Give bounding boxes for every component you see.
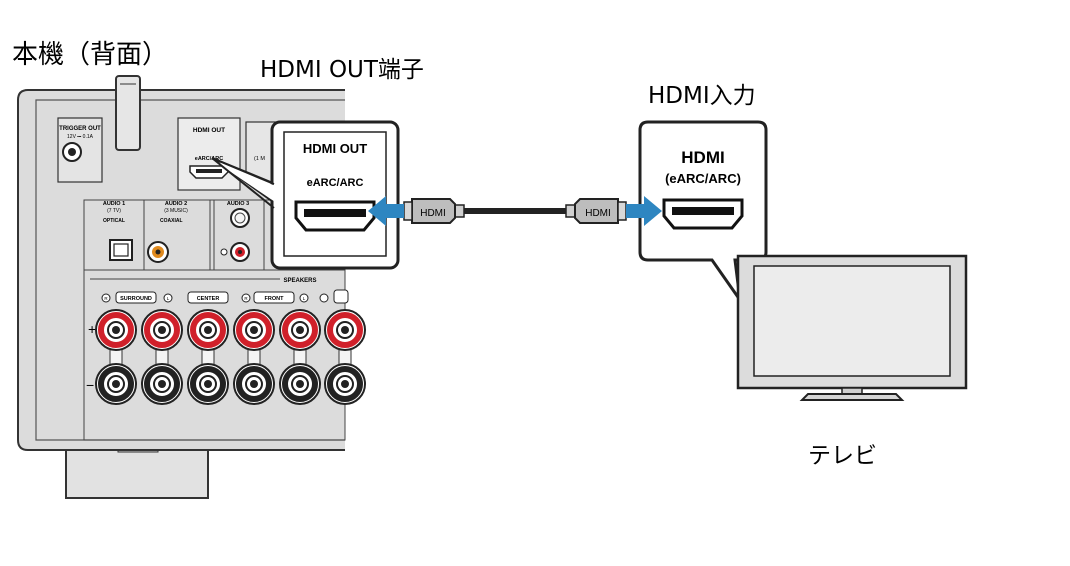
callout-left-subtitle: eARC/ARC (307, 177, 364, 189)
speaker-terminal-plus-4 (233, 309, 275, 351)
svg-text:L: L (303, 296, 306, 301)
trigger-spec-label: 12V ⎓ 0.1A (67, 134, 94, 140)
receiver-back-label: 本機（背面） (12, 40, 169, 70)
audio1-label: AUDIO 1 (103, 201, 125, 207)
speaker-terminal-plus-3 (187, 309, 229, 351)
panel-earc-label: eARC/ARC (195, 156, 223, 162)
optical-label: OPTICAL (103, 218, 125, 224)
speaker-terminal-minus-1 (95, 363, 137, 405)
wireless-antenna (115, 75, 141, 151)
tv-stand (799, 393, 905, 401)
audio1-sub-label: (7 TV) (107, 208, 121, 214)
trigger-out-label: TRIGGER OUT (59, 126, 101, 132)
receiver-rear-panel: TRIGGER OUT 12V ⎓ 0.1A HDMI OUT eARC/ARC… (17, 75, 366, 499)
hdmi-in-callout: HDMI (eARC/ARC) (638, 120, 768, 301)
panel-hdmi-out-label: HDMI OUT (193, 127, 225, 134)
speaker-terminal-minus-2 (141, 363, 183, 405)
cable-plug-left-label: HDMI (420, 208, 446, 219)
receiver-foot (65, 449, 209, 499)
hdmi-input-label: HDMI入力 (648, 83, 756, 109)
tv (736, 254, 968, 401)
arrow-left (368, 196, 404, 226)
speaker-terminal-minus-3 (187, 363, 229, 405)
speaker-terminal-plus-2 (141, 309, 183, 351)
surround-label: SURROUND (120, 296, 152, 302)
minus-sign: − (86, 377, 94, 393)
cable-plug-right (574, 198, 619, 224)
audio3-label: AUDIO 3 (227, 201, 249, 207)
cable-plug-right-label: HDMI (585, 208, 611, 219)
speaker-terminal-plus-1 (95, 309, 137, 351)
speaker-terminal-minus-6 (324, 363, 366, 405)
hdmi-out-callout: HDMI OUT eARC/ARC (211, 120, 400, 270)
hdmi-out-terminal-label: HDMI OUT端子 (260, 57, 424, 83)
tv-screen (753, 265, 951, 377)
arrow-right (626, 196, 662, 226)
coaxial-label: COAXIAL (160, 218, 183, 224)
audio2-sub-label: (3 MUSIC) (164, 208, 188, 214)
svg-text:L: L (167, 296, 170, 301)
cable-plug-left (411, 198, 456, 224)
speakers-label: SPEAKERS (283, 278, 316, 284)
hdmi-cable: HDMI HDMI (368, 196, 662, 226)
speaker-terminal-minus-5 (279, 363, 321, 405)
plus-sign: + (88, 321, 96, 337)
svg-text:R: R (104, 296, 108, 301)
svg-text:R: R (244, 296, 248, 301)
optical-port (109, 239, 133, 261)
speaker-terminal-minus-4 (233, 363, 275, 405)
speaker-terminals (95, 309, 366, 405)
speaker-terminal-plus-5 (279, 309, 321, 351)
callout-right-subtitle: (eARC/ARC) (665, 171, 741, 186)
speaker-terminal-plus-6 (324, 309, 366, 351)
tv-label: テレビ (808, 443, 877, 469)
zone-hint-label: (1 M (254, 156, 265, 162)
center-label: CENTER (197, 296, 220, 302)
audio2-label: AUDIO 2 (165, 201, 187, 207)
front-label: FRONT (265, 296, 285, 302)
callout-left-title: HDMI OUT (303, 141, 367, 156)
callout-right-title: HDMI (681, 148, 724, 167)
